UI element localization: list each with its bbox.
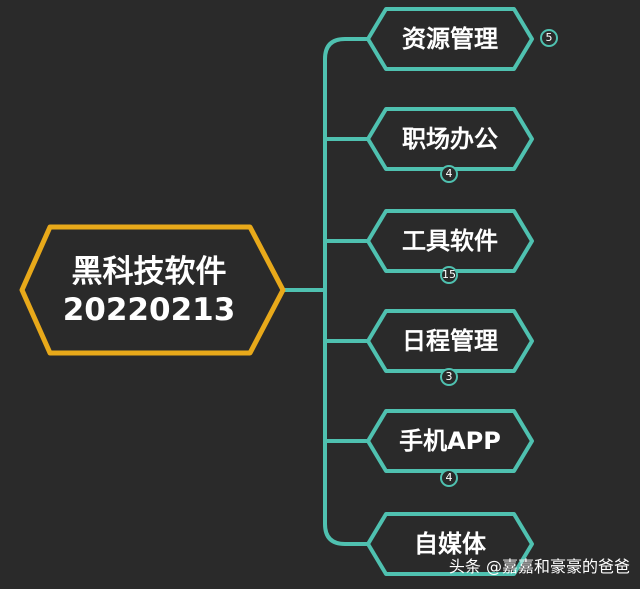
branch-nodes — [366, 7, 534, 576]
branch-label-1: 资源管理 — [402, 25, 498, 53]
branch-label-5: 手机APP — [399, 427, 501, 455]
branch-label-4: 日程管理 — [402, 327, 498, 355]
count-badge-5[interactable]: 4 — [445, 471, 453, 484]
count-badge-circle-5 — [440, 469, 458, 487]
central-node-shape[interactable] — [19, 224, 286, 356]
branch-node-2[interactable] — [366, 107, 534, 171]
connector-lines — [283, 37, 368, 546]
central-date: 20220213 — [62, 292, 236, 328]
branch-label-2: 职场办公 — [402, 125, 498, 153]
count-badge-4[interactable]: 3 — [445, 370, 453, 383]
branch-node-4[interactable] — [366, 309, 534, 373]
branch-label-3: 工具软件 — [402, 227, 498, 255]
watermark: 头条 @嘉嘉和豪豪的爸爸 — [448, 557, 630, 576]
count-badges — [440, 29, 558, 487]
central-title: 黑科技软件 — [71, 254, 227, 290]
branch-node-6[interactable] — [366, 512, 534, 576]
count-badge-circle-2 — [440, 165, 458, 183]
count-badge-2[interactable]: 4 — [445, 167, 453, 180]
count-badge-circle-4 — [440, 368, 458, 386]
count-badge-circle-1 — [540, 29, 558, 47]
connector-spine — [323, 37, 346, 546]
branch-node-1[interactable] — [366, 7, 534, 71]
branch-label-6: 自媒体 — [414, 530, 486, 558]
count-badge-1[interactable]: 5 — [545, 31, 553, 44]
count-badge-circle-3 — [440, 266, 458, 284]
count-badge-3[interactable]: 15 — [442, 268, 456, 281]
branch-node-5[interactable] — [366, 409, 534, 473]
branch-node-3[interactable] — [366, 209, 534, 273]
